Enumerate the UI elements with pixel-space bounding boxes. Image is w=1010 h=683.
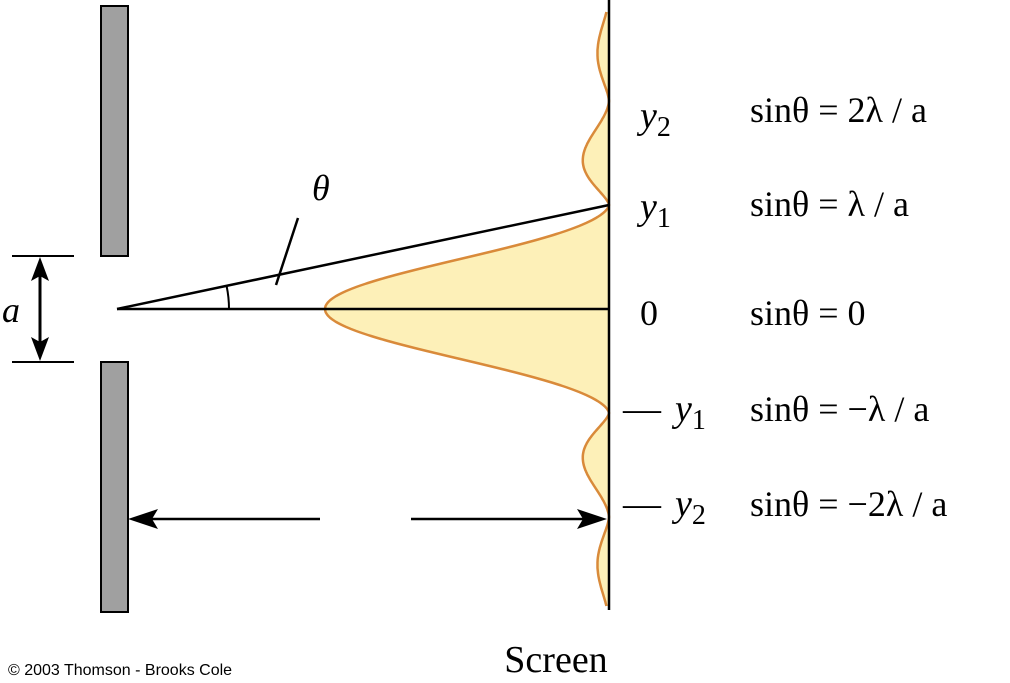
diffracted-ray xyxy=(116,203,610,311)
position-label-neg-y2: —y2 xyxy=(622,483,706,531)
position-label-y1: y1 xyxy=(636,186,671,234)
barrier-bottom xyxy=(100,361,129,613)
slit-width-label: a xyxy=(2,290,20,330)
barrier-top xyxy=(100,5,129,257)
equation-y1: sinθ = λ / a xyxy=(750,184,909,224)
equation-zero: sinθ = 0 xyxy=(750,293,866,333)
equation-neg-y2: sinθ = −2λ / a xyxy=(750,484,947,524)
copyright-notice: © 2003 Thomson - Brooks Cole xyxy=(8,662,232,679)
theta-label: θ xyxy=(312,168,330,208)
equation-neg-y1: sinθ = −λ / a xyxy=(750,389,929,429)
distance-arrowhead-right xyxy=(577,509,607,529)
slit-width-arrowhead-down xyxy=(31,337,49,361)
screen-label: Screen xyxy=(504,639,607,681)
theta-angle-arc xyxy=(225,285,230,310)
theta-leader-line xyxy=(274,217,300,286)
slit-width-arrowhead-up xyxy=(31,257,49,281)
position-label-zero: 0 xyxy=(640,293,658,333)
equation-y2: sinθ = 2λ / a xyxy=(750,90,927,130)
position-label-neg-y1: —y1 xyxy=(622,388,706,436)
distance-arrowhead-left xyxy=(128,509,158,529)
position-label-y2: y2 xyxy=(636,95,671,143)
